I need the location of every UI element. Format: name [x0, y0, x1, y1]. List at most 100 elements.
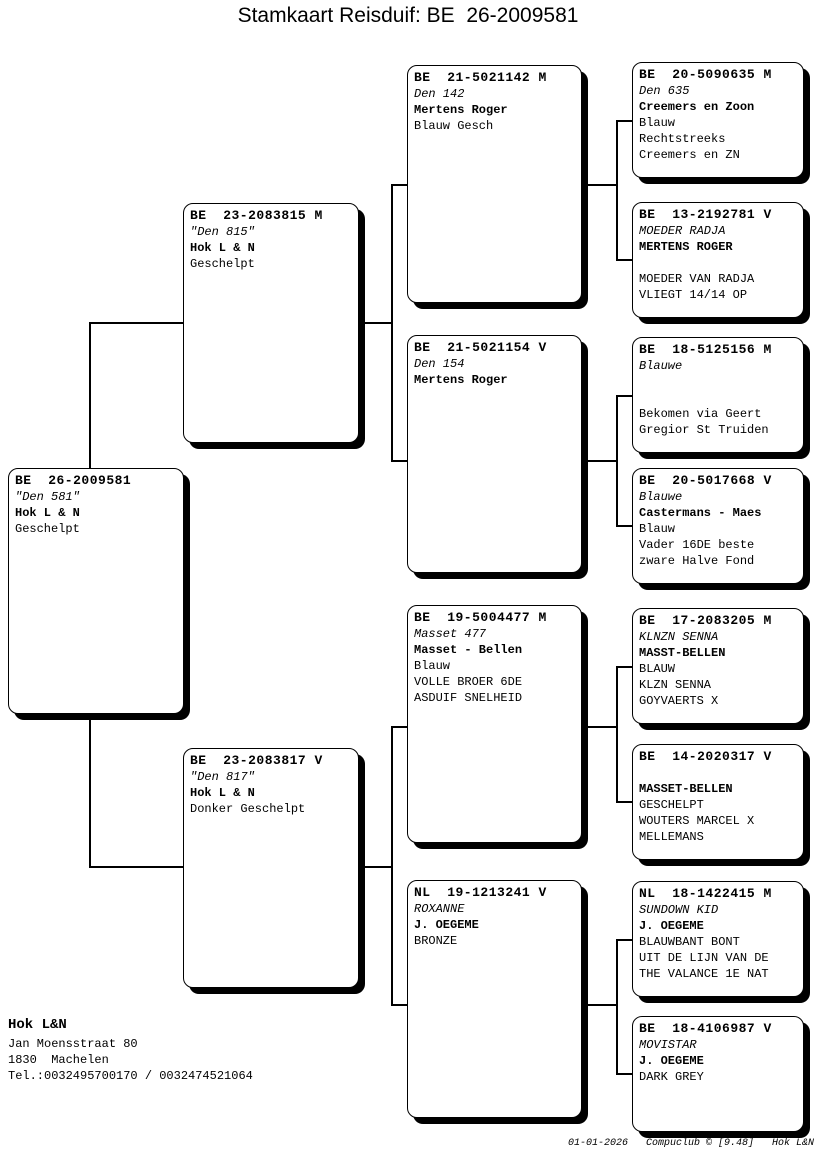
info-line: BLAUW — [639, 662, 676, 676]
info-line: VOLLE BROER 6DE — [414, 675, 523, 689]
info-line: Vader 16DE beste — [639, 538, 755, 552]
breeder-name: MASST-BELLEN — [639, 646, 726, 660]
info-line: MELLEMANS — [639, 830, 704, 844]
owner-info: Hok L&N Jan Moensstraat 80 1830 Machelen… — [8, 1014, 253, 1084]
ring-number: BE 21-5021154 V — [414, 340, 547, 355]
connector-line — [582, 726, 618, 728]
info-line: MOEDER VAN RADJA — [639, 272, 755, 286]
info-line — [190, 272, 352, 288]
connector-line — [616, 801, 633, 803]
footer-credit: 01-01-2026 Compuclub © [9.48] Hok L&N — [567, 1138, 814, 1149]
info-line: VLIEGT 14/14 OP — [639, 288, 748, 302]
ring-number: BE 17-2083205 M — [639, 613, 772, 628]
connector-line — [89, 322, 184, 324]
pigeon-name: "Den 817" — [190, 770, 255, 784]
ring-number: BE 18-5125156 M — [639, 342, 772, 357]
pigeon-name: Masset 477 — [414, 627, 487, 641]
ring-number: BE 19-5004477 M — [414, 610, 547, 625]
breeder-name: Masset - Bellen — [414, 643, 523, 657]
ring-number: BE 23-2083815 M — [190, 208, 323, 223]
info-line: BLAUWBANT BONT — [639, 935, 740, 949]
info-line — [414, 150, 575, 166]
pigeon-name: ROXANNE — [414, 902, 465, 916]
info-line — [414, 965, 575, 981]
owner-phone: Tel.:0032495700170 / 0032474521064 — [8, 1069, 253, 1083]
connector-line — [359, 866, 393, 868]
info-line: Bekomen via Geert — [639, 407, 762, 421]
breeder-name — [639, 374, 797, 390]
info-line — [15, 553, 177, 569]
connector-line — [391, 726, 408, 728]
info-line: Blauw Gesch — [414, 119, 494, 133]
connector-line — [391, 184, 393, 462]
breeder-name: J. OEGEME — [639, 919, 704, 933]
connector-line — [616, 395, 618, 527]
breeder-name: Mertens Roger — [414, 103, 508, 117]
connector-line — [616, 939, 633, 941]
info-line: GOYVAERTS X — [639, 694, 719, 708]
connector-line — [391, 460, 408, 462]
info-line — [639, 1101, 797, 1117]
info-line: Blauw — [414, 659, 451, 673]
ring-number: BE 20-5017668 V — [639, 473, 772, 488]
pigeon-box-grandmother-maternal: NL 19-1213241 V ROXANNE J. OEGEME BRONZE — [407, 880, 582, 1118]
info-line — [414, 134, 575, 150]
ring-number: BE 13-2192781 V — [639, 207, 772, 222]
pigeon-box-great-grandparent-2: BE 13-2192781 V MOEDER RADJA MERTENS ROG… — [632, 202, 804, 318]
pigeon-name: KLNZN SENNA — [639, 630, 719, 644]
info-line: THE VALANCE 1E NAT — [639, 967, 769, 981]
connector-line — [616, 259, 633, 261]
info-line: GESCHELPT — [639, 798, 704, 812]
breeder-name: Mertens Roger — [414, 373, 508, 387]
info-line: Geschelpt — [15, 522, 80, 536]
pigeon-box-great-grandparent-5: BE 17-2083205 M KLNZN SENNA MASST-BELLEN… — [632, 608, 804, 724]
connector-line — [391, 1004, 408, 1006]
info-line — [414, 420, 575, 436]
info-line — [15, 537, 177, 553]
breeder-name: MASSET-BELLEN — [639, 782, 733, 796]
pigeon-name: Den 154 — [414, 357, 465, 371]
connector-line — [616, 120, 618, 261]
owner-name: Hok L&N — [8, 1017, 67, 1033]
pigeon-box-great-grandparent-8: BE 18-4106987 V MOVISTAR J. OEGEME DARK … — [632, 1016, 804, 1132]
info-line — [190, 817, 352, 833]
pigeon-box-great-grandparent-7: NL 18-1422415 M SUNDOWN KID J. OEGEME BL… — [632, 881, 804, 997]
connector-line — [616, 120, 633, 122]
owner-address: Jan Moensstraat 80 — [8, 1037, 138, 1051]
ring-number: NL 18-1422415 M — [639, 886, 772, 901]
info-line — [414, 404, 575, 420]
pigeon-name: MOEDER RADJA — [639, 224, 726, 238]
page-title: Stamkaart Reisduif: BE 26-2009581 — [237, 4, 579, 27]
info-line — [639, 255, 797, 271]
connector-line — [616, 939, 618, 1075]
info-line: DARK GREY — [639, 1070, 704, 1084]
connector-line — [616, 666, 633, 668]
info-line: Blauw — [639, 522, 676, 536]
info-line: KLZN SENNA — [639, 678, 712, 692]
pigeon-name: "Den 815" — [190, 225, 255, 239]
pigeon-box-great-grandparent-6: BE 14-2020317 V MASSET-BELLEN GESCHELPT … — [632, 744, 804, 860]
breeder-name: Hok L & N — [190, 241, 255, 255]
pigeon-name: Blauwe — [639, 490, 683, 504]
info-line — [190, 288, 352, 304]
info-line: Rechtstreeks — [639, 132, 726, 146]
connector-line — [616, 1073, 633, 1075]
ring-number: BE 18-4106987 V — [639, 1021, 772, 1036]
pigeon-box-grandfather-maternal: BE 19-5004477 M Masset 477 Masset - Bell… — [407, 605, 582, 843]
info-line: Donker Geschelpt — [190, 802, 306, 816]
info-line — [639, 390, 797, 406]
info-line: Geschelpt — [190, 257, 255, 271]
breeder-name: J. OEGEME — [414, 918, 479, 932]
connector-line — [89, 866, 184, 868]
info-line: zware Halve Fond — [639, 554, 755, 568]
pigeon-name: Den 142 — [414, 87, 465, 101]
connector-line — [616, 525, 633, 527]
pigeon-name: Den 635 — [639, 84, 690, 98]
pigeon-box-mother: BE 23-2083817 V "Den 817" Hok L & N Donk… — [183, 748, 359, 988]
ring-number: BE 14-2020317 V — [639, 749, 772, 764]
connector-line — [582, 1004, 618, 1006]
breeder-name: Hok L & N — [15, 506, 80, 520]
info-line: WOUTERS MARCEL X — [639, 814, 755, 828]
owner-city: 1830 Machelen — [8, 1053, 109, 1067]
